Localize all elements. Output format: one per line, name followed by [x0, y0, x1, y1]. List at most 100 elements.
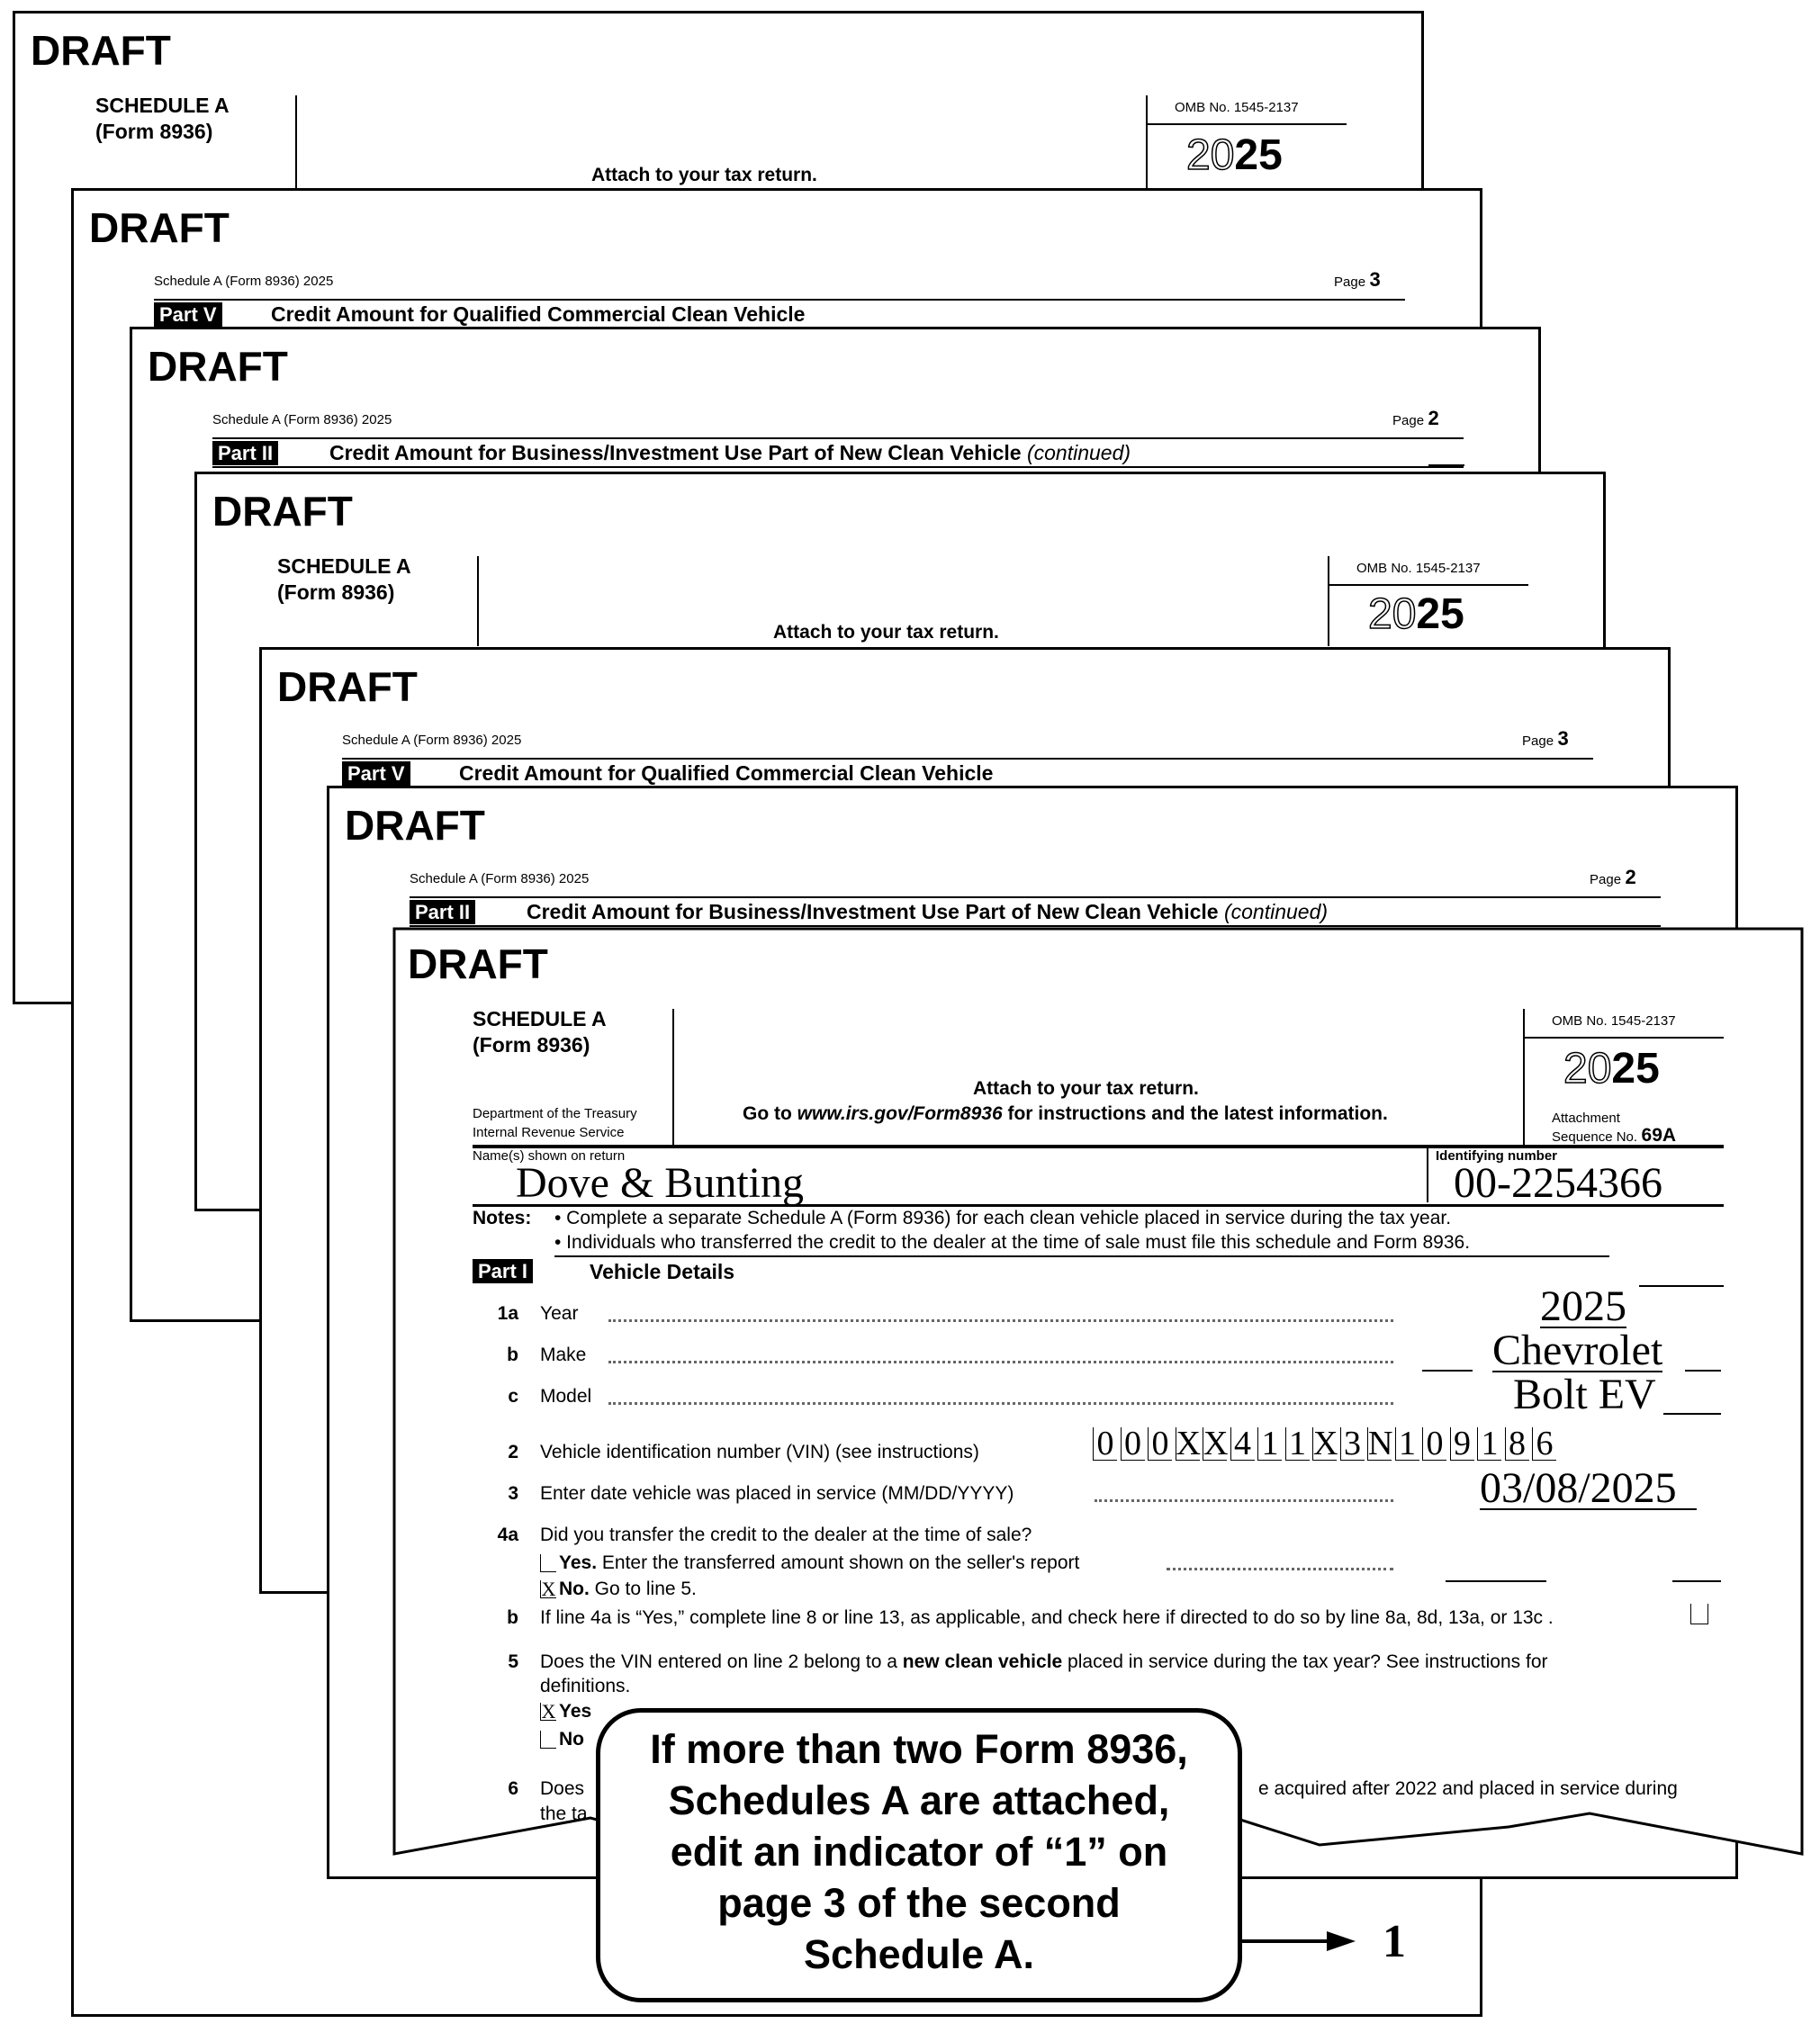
line-number: 4a [497, 1525, 518, 1545]
running-head: Schedule A (Form 8936) 2025 [154, 274, 334, 289]
tax-year: 2025 [1185, 130, 1283, 180]
draft-label: DRAFT [89, 204, 230, 251]
notes-label: Notes: [473, 1208, 532, 1228]
tax-year: 2025 [1563, 1044, 1660, 1093]
vin-char: 6 [1532, 1426, 1556, 1461]
id-label: Identifying number [1436, 1148, 1557, 1164]
vin-char: 8 [1504, 1426, 1529, 1461]
draft-label: DRAFT [31, 27, 171, 74]
vin-char: 0 [1148, 1426, 1172, 1461]
vin-char: 1 [1257, 1426, 1282, 1461]
line-number: 5 [508, 1651, 518, 1672]
vin-char: 4 [1230, 1426, 1255, 1461]
line-number: c [508, 1386, 518, 1407]
line-4b-checkbox[interactable] [1690, 1604, 1708, 1624]
vin-char: 1 [1284, 1426, 1310, 1461]
line-number: 3 [508, 1483, 518, 1504]
line-number: 2 [508, 1442, 518, 1462]
line-label: Does [540, 1778, 585, 1799]
line-label-cont: the ta [540, 1804, 588, 1824]
attach-text: Attach to your tax return. [773, 622, 999, 643]
line-label: e acquired after 2022 and placed in serv… [1258, 1778, 1678, 1799]
name-label: Name(s) shown on return [473, 1148, 626, 1164]
vin-char: 0 [1093, 1426, 1117, 1461]
part-label: Part II [410, 900, 476, 924]
part-label: Part V [154, 302, 222, 327]
part-title: Vehicle Details [590, 1260, 735, 1283]
draft-label: DRAFT [277, 663, 418, 710]
vin-char: N [1367, 1425, 1393, 1462]
draft-label: DRAFT [408, 940, 548, 987]
front-page: DRAFT SCHEDULE A(Form 8936) Department o… [392, 927, 1804, 1872]
note-1: • Complete a separate Schedule A (Form 8… [554, 1208, 1452, 1228]
draft-label: DRAFT [345, 802, 485, 849]
page-indicator[interactable]: 1 [1383, 1916, 1406, 1967]
line-number: 6 [508, 1778, 518, 1799]
running-head: Schedule A (Form 8936) 2025 [410, 871, 590, 886]
omb-number: OMB No. 1545-2137 [1175, 100, 1299, 115]
name-field[interactable]: Dove & Bunting [516, 1159, 804, 1207]
attach-text: Attach to your tax return. [973, 1078, 1199, 1099]
vin-char: X [1312, 1425, 1338, 1462]
running-head: Schedule A (Form 8936) 2025 [212, 412, 392, 427]
vin-char: 1 [1477, 1426, 1501, 1461]
date-in-service-field[interactable]: 03/08/2025 [1480, 1467, 1697, 1510]
attach-text: Attach to your tax return. [591, 165, 817, 185]
id-field[interactable]: 00-2254366 [1454, 1159, 1662, 1207]
tax-year: 2025 [1367, 589, 1464, 639]
page-number: Page 3 [1334, 268, 1381, 291]
part-title: Credit Amount for Qualified Commercial C… [271, 302, 806, 326]
line-label: Enter date vehicle was placed in service… [540, 1483, 1014, 1504]
part-title: Credit Amount for Qualified Commercial C… [459, 761, 994, 785]
line-label: If line 4a is “Yes,” complete line 8 or … [540, 1607, 1554, 1628]
option-no[interactable]: No [540, 1729, 584, 1750]
make-field[interactable]: Chevrolet [1492, 1327, 1663, 1374]
part-label: Part V [342, 761, 410, 786]
draft-label: DRAFT [148, 343, 288, 390]
instructions-text: Go to www.irs.gov/Form8936 for instructi… [743, 1103, 1388, 1124]
line-label-cont: definitions. [540, 1676, 631, 1696]
page-number: Page 3 [1522, 727, 1569, 750]
line-label: Year [540, 1303, 579, 1324]
running-head: Schedule A (Form 8936) 2025 [342, 733, 522, 748]
line-number: b [507, 1345, 518, 1365]
arrow-icon [1240, 1931, 1356, 1951]
option-yes[interactable]: Yes. Enter the transferred amount shown … [540, 1552, 1079, 1574]
page-number: Page 2 [1590, 866, 1636, 888]
note-2: • Individuals who transferred the credit… [554, 1232, 1471, 1253]
part-title: Credit Amount for Business/Investment Us… [329, 441, 1131, 464]
checkbox-checked[interactable]: X [540, 1700, 556, 1723]
line-number: b [507, 1607, 518, 1628]
page-outline [392, 927, 1804, 1856]
line-label: Make [540, 1345, 587, 1365]
callout-bubble: If more than two Form 8936, Schedules A … [596, 1708, 1242, 2002]
line-label: Vehicle identification number (VIN) (see… [540, 1442, 979, 1462]
omb-number: OMB No. 1545-2137 [1356, 561, 1481, 576]
part-label: Part II [212, 441, 279, 465]
schedule-title: SCHEDULE A(Form 8936) [95, 94, 230, 143]
checkbox-checked[interactable]: X [540, 1578, 556, 1601]
part-title: Credit Amount for Business/Investment Us… [527, 900, 1329, 923]
draft-label: DRAFT [212, 488, 353, 535]
line-label: Does the VIN entered on line 2 belong to… [540, 1651, 1548, 1672]
schedule-title: SCHEDULE A(Form 8936) [473, 1007, 607, 1057]
vin-char: 1 [1394, 1426, 1419, 1461]
vin-char: 0 [1422, 1426, 1446, 1461]
vin-char: X [1175, 1425, 1201, 1462]
line-number: 1a [497, 1303, 518, 1324]
page-number: Page 2 [1392, 407, 1439, 429]
model-field[interactable]: Bolt EV [1513, 1371, 1656, 1418]
vin-char: X [1203, 1425, 1229, 1462]
line-label: Model [540, 1386, 592, 1407]
vin-char: 9 [1449, 1426, 1474, 1461]
checkbox[interactable] [540, 1554, 556, 1573]
schedule-title: SCHEDULE A(Form 8936) [277, 554, 411, 604]
checkbox[interactable] [540, 1731, 556, 1750]
omb-number: OMB No. 1545-2137 [1552, 1013, 1676, 1029]
year-field[interactable]: 2025 [1540, 1282, 1626, 1330]
